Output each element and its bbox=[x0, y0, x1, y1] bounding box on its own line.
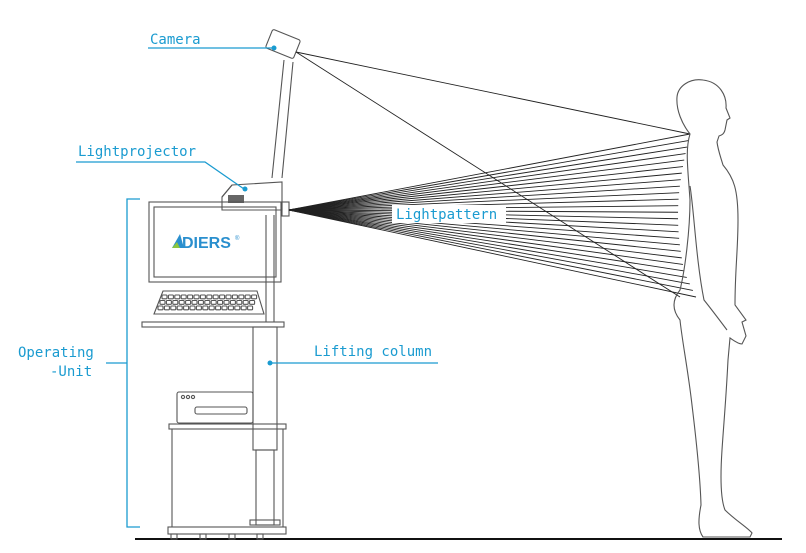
cabinet-feet bbox=[170, 533, 264, 540]
keyboard-key bbox=[240, 305, 247, 311]
pc-unit bbox=[176, 391, 254, 424]
keyboard-key bbox=[247, 305, 254, 311]
light-ray bbox=[288, 209, 681, 252]
keyboard-key bbox=[163, 305, 170, 311]
diers-logo: DIERS ® bbox=[172, 234, 240, 252]
keyboard-key bbox=[189, 305, 196, 311]
keyboard-key bbox=[183, 305, 190, 311]
camera-label: Camera bbox=[150, 32, 201, 48]
keyboard-key bbox=[236, 299, 243, 305]
keyboard-key bbox=[197, 299, 204, 305]
keyboard-key bbox=[206, 294, 213, 300]
camera-icon bbox=[265, 29, 301, 59]
keyboard-key bbox=[170, 305, 177, 311]
lightprojector-leader bbox=[76, 161, 248, 192]
projector-vent bbox=[228, 195, 244, 203]
lightpattern-label: Lightpattern bbox=[396, 207, 497, 223]
lightprojector-assembly bbox=[221, 181, 290, 217]
light-ray bbox=[288, 209, 680, 239]
lifting-column-leader bbox=[267, 360, 438, 366]
keyboard-key bbox=[191, 299, 198, 305]
human-arm-line bbox=[689, 185, 728, 331]
monitor: DIERS ® bbox=[148, 201, 282, 283]
keyboard-key bbox=[231, 294, 238, 300]
human-figure bbox=[673, 79, 753, 538]
light-pattern-rays bbox=[288, 133, 697, 298]
light-ray bbox=[288, 166, 683, 211]
cabinet bbox=[167, 423, 287, 540]
keyboard-key bbox=[157, 305, 164, 311]
keyboard-key bbox=[212, 294, 219, 300]
keyboard-key bbox=[172, 299, 179, 305]
lifting-column-label: Lifting column bbox=[314, 344, 432, 360]
keyboard-key bbox=[176, 305, 183, 311]
lifting-column bbox=[249, 215, 281, 526]
projector-lens bbox=[281, 201, 290, 217]
keyboard-key bbox=[221, 305, 228, 311]
keyboard-key bbox=[251, 294, 258, 300]
camera-assembly bbox=[265, 29, 301, 179]
keyboard-key bbox=[193, 294, 200, 300]
keyboard-key bbox=[229, 299, 236, 305]
operating-unit-bracket bbox=[106, 198, 140, 528]
keyboard-key bbox=[187, 294, 194, 300]
keyboard-key bbox=[242, 299, 249, 305]
light-ray bbox=[288, 209, 685, 272]
light-ray bbox=[288, 209, 682, 259]
light-ray bbox=[288, 209, 697, 298]
keyboard-key bbox=[219, 294, 226, 300]
light-ray bbox=[288, 146, 688, 211]
light-ray bbox=[288, 198, 679, 211]
logo-text: DIERS bbox=[182, 235, 231, 252]
keyboard-key bbox=[215, 305, 222, 311]
keyboard-key bbox=[199, 294, 206, 300]
keyboard-key bbox=[165, 299, 172, 305]
light-ray bbox=[288, 179, 681, 211]
keyboard-key bbox=[178, 299, 185, 305]
keyboard-key bbox=[204, 299, 211, 305]
light-ray bbox=[288, 209, 684, 265]
keyboard-key bbox=[244, 294, 251, 300]
keyboard-key bbox=[217, 299, 224, 305]
registered-mark: ® bbox=[235, 235, 240, 242]
keyboard-key bbox=[161, 294, 168, 300]
light-ray bbox=[288, 172, 682, 211]
keyboard-key bbox=[167, 294, 174, 300]
light-ray bbox=[288, 209, 687, 278]
light-ray bbox=[288, 209, 693, 291]
keyboard-key bbox=[223, 299, 230, 305]
light-ray bbox=[288, 209, 690, 285]
light-ray bbox=[288, 209, 680, 246]
keyboard-key bbox=[227, 305, 234, 311]
keyboard-key bbox=[159, 299, 166, 305]
keyboard-key bbox=[208, 305, 215, 311]
keyboard-key bbox=[180, 294, 187, 300]
keyboard-key bbox=[234, 305, 241, 311]
light-ray bbox=[288, 153, 686, 211]
keyboard-key bbox=[225, 294, 232, 300]
keyboard-key bbox=[210, 299, 217, 305]
operating-unit-label-line2: -Unit bbox=[50, 364, 92, 380]
camera-leader bbox=[148, 45, 277, 51]
operating-unit-label-line1: Operating bbox=[18, 345, 94, 361]
light-ray bbox=[288, 192, 680, 211]
light-ray bbox=[288, 133, 691, 211]
camera-sight-lines bbox=[295, 51, 691, 298]
light-ray bbox=[288, 185, 680, 211]
desk-shelf bbox=[141, 321, 285, 328]
keyboard-key bbox=[249, 299, 256, 305]
keyboard-icon bbox=[153, 290, 265, 315]
light-ray bbox=[288, 159, 685, 211]
keyboard-key bbox=[202, 305, 209, 311]
keyboard-key bbox=[195, 305, 202, 311]
keyboard-key bbox=[238, 294, 245, 300]
lightpattern-label-bg bbox=[392, 205, 506, 223]
keyboard-key bbox=[185, 299, 192, 305]
lightprojector-label: Lightprojector bbox=[78, 144, 196, 160]
keyboard-key bbox=[174, 294, 181, 300]
